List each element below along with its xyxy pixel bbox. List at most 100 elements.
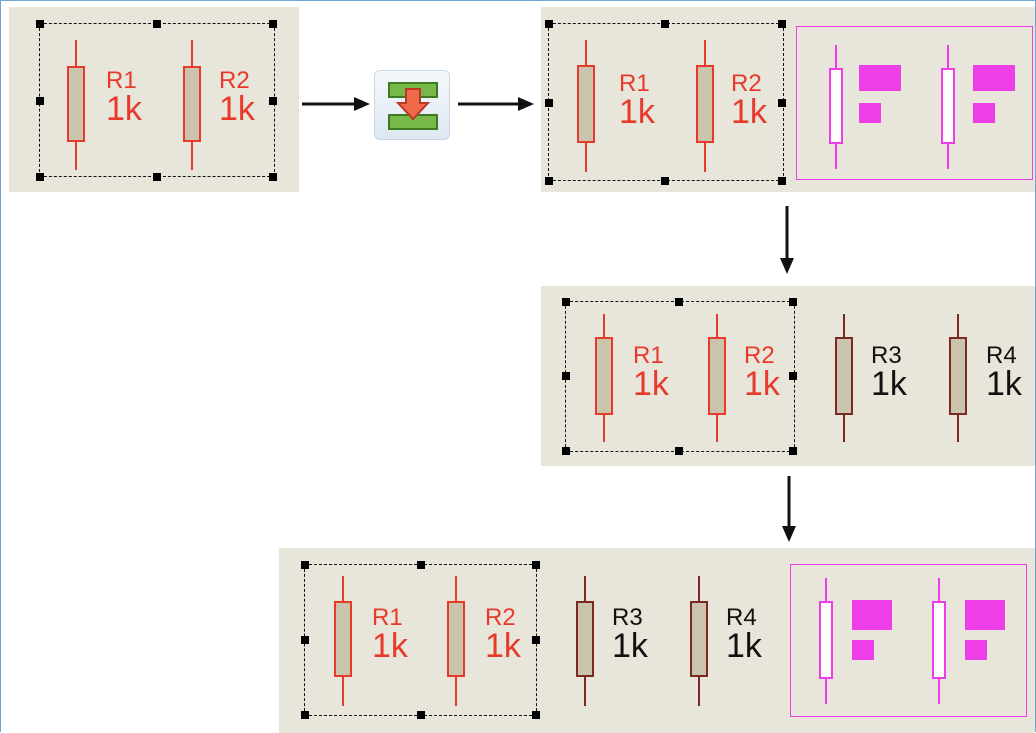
selection-handle[interactable] (545, 99, 553, 107)
selection-handle[interactable] (532, 561, 540, 569)
value-label: 1k (744, 365, 780, 403)
arrow-down-icon (782, 476, 796, 542)
ghost-label-block (852, 600, 892, 630)
ref-label: R2 (744, 342, 775, 369)
selection-handle[interactable] (153, 173, 161, 181)
selection-handle[interactable] (778, 177, 786, 185)
selection-handle[interactable] (562, 447, 570, 455)
resistor-r4-label: R4 1k (986, 342, 1022, 403)
value-label: 1k (372, 627, 408, 665)
arrow-right-icon (458, 97, 534, 111)
ref-label: R3 (612, 604, 643, 631)
value-label: 1k (633, 365, 669, 403)
resistor-r2[interactable] (696, 40, 714, 172)
value-label: 1k (219, 90, 255, 128)
selection-handle[interactable] (562, 372, 570, 380)
resistor-r2[interactable] (183, 40, 201, 170)
resistor-r3[interactable] (835, 314, 853, 442)
resistor-r1[interactable] (334, 576, 352, 706)
ref-label: R2 (219, 67, 250, 94)
resistor-r1-label: R1 1k (372, 604, 408, 665)
resistor-r2-label: R2 1k (219, 67, 255, 128)
value-label: 1k (731, 93, 767, 131)
ghost-resistor (829, 45, 843, 169)
selection-handle[interactable] (301, 711, 309, 719)
selection-handle[interactable] (562, 298, 570, 306)
resistor-r2-label: R2 1k (731, 70, 767, 131)
ghost-resistor (932, 578, 946, 704)
resistor-r2[interactable] (447, 576, 465, 706)
selection-handle[interactable] (778, 20, 786, 28)
value-label: 1k (986, 365, 1022, 403)
selection-handle[interactable] (417, 711, 425, 719)
selection-handle[interactable] (675, 298, 683, 306)
ghost-label-block (852, 640, 874, 660)
selection-handle[interactable] (269, 20, 277, 28)
resistor-r1[interactable] (67, 40, 85, 170)
value-label: 1k (106, 90, 142, 128)
stage1-panel: R1 1k R2 1k (9, 7, 299, 192)
selection-handle[interactable] (36, 173, 44, 181)
resistor-r4[interactable] (949, 314, 967, 442)
copy-down-icon (388, 82, 438, 130)
selection-handle[interactable] (545, 20, 553, 28)
stage4-panel: R1 1k R2 1k R3 1k R4 1k (279, 548, 1035, 733)
ref-label: R4 (726, 604, 757, 631)
stage3-panel: R1 1k R2 1k R3 1k R4 1k (541, 286, 1035, 466)
arrow-right-icon (302, 97, 370, 111)
resistor-r1-label: R1 1k (633, 342, 669, 403)
selection-handle[interactable] (36, 20, 44, 28)
selection-handle[interactable] (301, 561, 309, 569)
resistor-r3[interactable] (576, 576, 594, 706)
ghost-resistor (819, 578, 833, 704)
resistor-r2[interactable] (708, 314, 726, 442)
selection-handle[interactable] (778, 99, 786, 107)
ghost-label-block (965, 600, 1005, 630)
resistor-r4-label: R4 1k (726, 604, 762, 665)
selection-handle[interactable] (661, 177, 669, 185)
selection-handle[interactable] (532, 636, 540, 644)
selection-handle[interactable] (789, 372, 797, 380)
paste-preview-ghost[interactable] (790, 564, 1027, 717)
selection-handle[interactable] (417, 561, 425, 569)
selection-handle[interactable] (789, 298, 797, 306)
ref-label: R2 (731, 70, 762, 97)
ref-label: R1 (633, 342, 664, 369)
arrow-down-icon (780, 206, 794, 274)
selection-handle[interactable] (661, 20, 669, 28)
selection-handle[interactable] (789, 447, 797, 455)
value-label: 1k (871, 365, 907, 403)
value-label: 1k (612, 627, 648, 665)
resistor-r2-label: R2 1k (744, 342, 780, 403)
selection-handle[interactable] (153, 20, 161, 28)
ref-label: R1 (372, 604, 403, 631)
value-label: 1k (619, 93, 655, 131)
stage2-panel: R1 1k R2 1k (541, 7, 1035, 192)
resistor-r3-label: R3 1k (612, 604, 648, 665)
ghost-label-block (973, 103, 995, 123)
resistor-r1-label: R1 1k (106, 67, 142, 128)
resistor-r1-label: R1 1k (619, 72, 655, 131)
ref-label: R1 (106, 67, 137, 94)
selection-handle[interactable] (545, 177, 553, 185)
value-label: 1k (726, 627, 762, 665)
resistor-r2-label: R2 1k (485, 604, 521, 665)
selection-handle[interactable] (269, 97, 277, 105)
resistor-r1[interactable] (577, 40, 595, 172)
ghost-label-block (859, 65, 901, 91)
ghost-label-block (859, 103, 881, 123)
selection-handle[interactable] (675, 447, 683, 455)
resistor-r4[interactable] (690, 576, 708, 706)
paste-preview-ghost[interactable] (796, 26, 1033, 180)
ref-label: R2 (485, 604, 516, 631)
selection-handle[interactable] (269, 173, 277, 181)
selection-handle[interactable] (301, 636, 309, 644)
selection-handle[interactable] (532, 711, 540, 719)
selection-handle[interactable] (36, 97, 44, 105)
ghost-resistor (941, 45, 955, 169)
copy-paste-button[interactable] (374, 70, 450, 140)
resistor-r1[interactable] (595, 314, 613, 442)
value-label: 1k (485, 627, 521, 665)
ref-label: R4 (986, 342, 1017, 369)
ghost-label-block (965, 640, 987, 660)
